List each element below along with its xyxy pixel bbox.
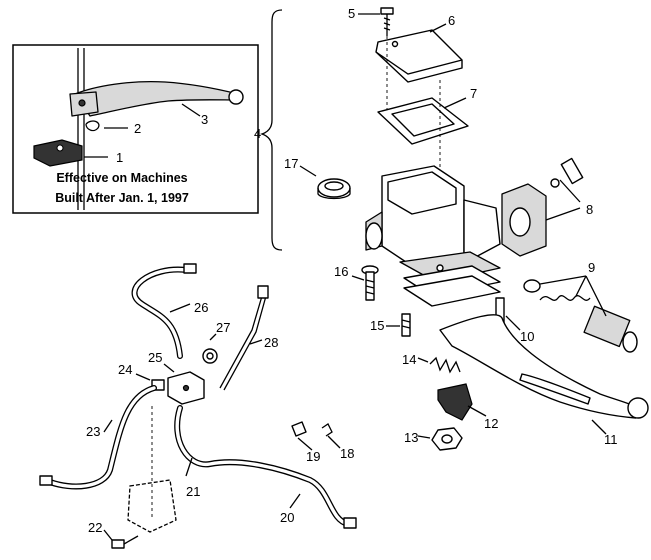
switch-bracket [437,383,473,421]
callout-12: 12 [484,416,498,431]
cover-gasket [377,97,469,145]
brake-hose-upper [131,263,197,359]
callout-5: 5 [348,6,355,21]
callout-7: 7 [470,86,477,101]
screw-part [380,7,394,36]
callout-1: 1 [116,150,123,165]
reservoir-cover [375,29,463,83]
callout-18: 18 [340,446,354,461]
brake-lever [439,314,649,419]
callout-15: 15 [370,318,384,333]
set-screw [401,313,411,337]
banjo-bolt [111,535,139,549]
callout-23: 23 [86,424,100,439]
callout-20: 20 [280,510,294,525]
callout-11: 11 [604,432,618,447]
mounting-shim [403,265,501,307]
callout-22: 22 [88,520,102,535]
callout-24: 24 [118,362,132,377]
callout-17: 17 [284,156,298,171]
callout-19: 19 [306,449,320,464]
callout-26: 26 [194,300,208,315]
callout-10: 10 [520,329,534,344]
inlet-fitting [151,379,165,391]
inset-note-line2: Built After Jan. 1, 1997 [55,191,189,205]
master-cylinder-body [365,165,501,283]
brake-line [219,285,269,391]
junction-block [167,371,205,405]
caliper-mount [127,479,177,533]
mounting-bolt [361,265,379,301]
callout-8: 8 [586,202,593,217]
assembly-brace [259,9,283,251]
callout-13: 13 [404,430,418,445]
piston-kit [523,279,638,353]
reservoir-grommet [317,178,351,200]
callout-6: 6 [448,13,455,28]
callout-25: 25 [148,350,162,365]
callout-14: 14 [402,352,416,367]
lock-nut [431,427,463,451]
callout-9: 9 [588,260,595,275]
callout-27: 27 [216,320,230,335]
callout-4: 4 [254,126,261,141]
brake-hose-left [39,385,157,490]
callout-21: 21 [186,484,200,499]
hose-clip [291,421,307,437]
retainer-clip [321,423,333,437]
callout-2: 2 [134,121,141,136]
handlebar-clamp [501,157,584,257]
callout-3: 3 [201,112,208,127]
inset-panel [12,44,259,214]
return-spring [429,356,461,374]
line-fitting [202,348,218,364]
callout-16: 16 [334,264,348,279]
brake-hose-right [174,405,357,529]
inset-note-line1: Effective on Machines [56,171,187,185]
callout-28: 28 [264,335,278,350]
